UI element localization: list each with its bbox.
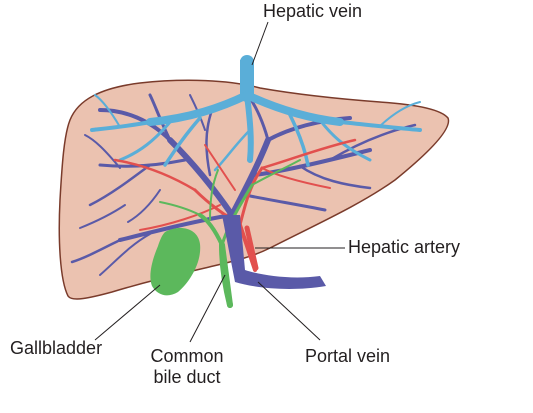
- common-bile-duct: [219, 242, 233, 308]
- gallbladder: [150, 228, 201, 296]
- label-common-bile-duct-line1: Common: [150, 346, 224, 366]
- label-common-bile-duct: Common bile duct: [142, 346, 232, 388]
- hepatic-artery-trunk: [244, 225, 259, 271]
- portal-vein-trunk: [222, 215, 326, 289]
- leader-hepatic-vein: [251, 21, 269, 66]
- leader-common-bile-duct: [189, 274, 226, 343]
- leader-portal-vein: [257, 281, 321, 341]
- label-hepatic-artery: Hepatic artery: [348, 237, 461, 257]
- label-gallbladder: Gallbladder: [10, 338, 103, 358]
- hepatic-vein-trunk: [240, 60, 254, 80]
- label-common-bile-duct-line2: bile duct: [153, 367, 221, 387]
- label-portal-vein: Portal vein: [305, 346, 391, 366]
- label-hepatic-vein: Hepatic vein: [263, 1, 363, 21]
- leader-gallbladder: [94, 284, 161, 341]
- leader-lines: [94, 21, 345, 343]
